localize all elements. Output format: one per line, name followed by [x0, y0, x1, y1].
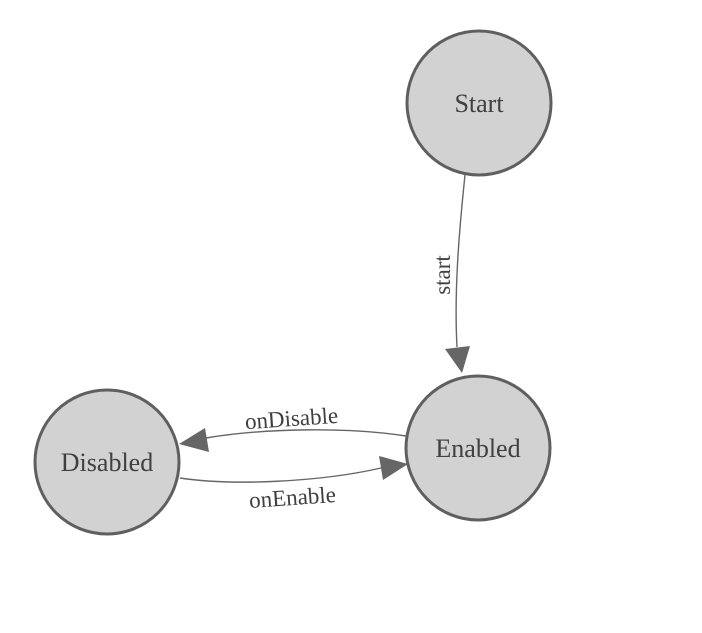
edge-line[interactable]	[179, 467, 382, 483]
state-node-disabled[interactable]: Disabled	[33, 388, 181, 536]
edge-arrowhead-icon	[379, 456, 408, 480]
state-node-enabled[interactable]: Enabled	[404, 374, 552, 522]
edge-line[interactable]	[205, 429, 407, 439]
edge-start-to-enabled[interactable]: start	[430, 174, 470, 373]
state-node-circle[interactable]	[33, 388, 181, 536]
edge-arrowhead-icon	[179, 428, 209, 452]
edge-enabled-to-disabled[interactable]: onDisable	[179, 403, 407, 452]
state-node-circle[interactable]	[404, 374, 552, 522]
state-node-start[interactable]: Start	[405, 29, 553, 177]
edge-arrowhead-icon	[445, 346, 470, 373]
state-node-circle[interactable]	[405, 29, 553, 177]
state-node-label: Disabled	[61, 448, 153, 477]
edge-label-start: start	[430, 255, 455, 295]
edge-line[interactable]	[455, 174, 466, 348]
edge-label-onenable: onEnable	[248, 482, 336, 513]
state-node-label: Start	[454, 89, 504, 118]
edge-disabled-to-enabled[interactable]: onEnable	[179, 456, 408, 513]
state-node-label: Enabled	[435, 434, 520, 463]
